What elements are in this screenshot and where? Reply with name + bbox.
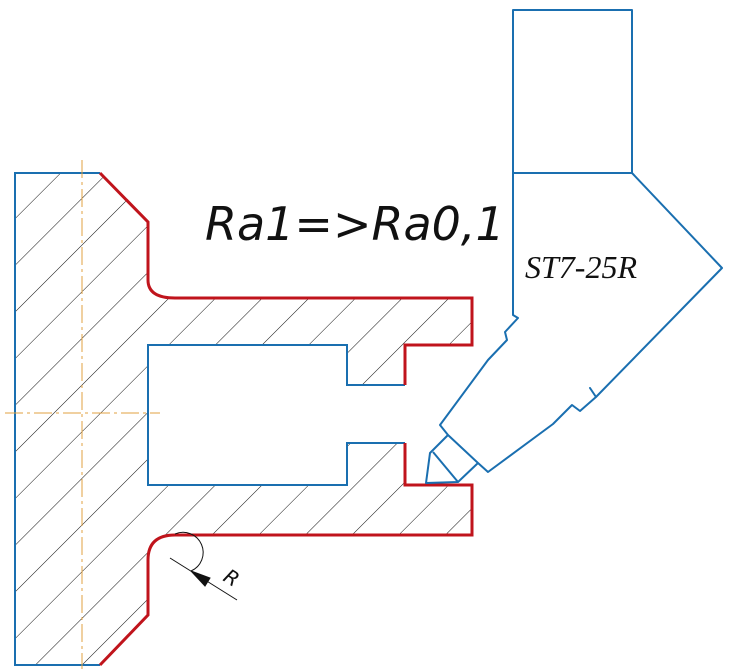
machined-surface-red bbox=[98, 171, 474, 667]
tool-label: ST7-25R bbox=[525, 249, 637, 285]
centerlines bbox=[5, 160, 160, 669]
radius-label: R bbox=[219, 564, 244, 592]
cutting-tool bbox=[425, 9, 723, 484]
roughness-annotation: Ra1=>Ra0,1 bbox=[205, 197, 505, 251]
part-section-hatch bbox=[15, 173, 472, 665]
part-contour-blue bbox=[14, 172, 405, 666]
radius-dimension bbox=[169, 531, 238, 601]
